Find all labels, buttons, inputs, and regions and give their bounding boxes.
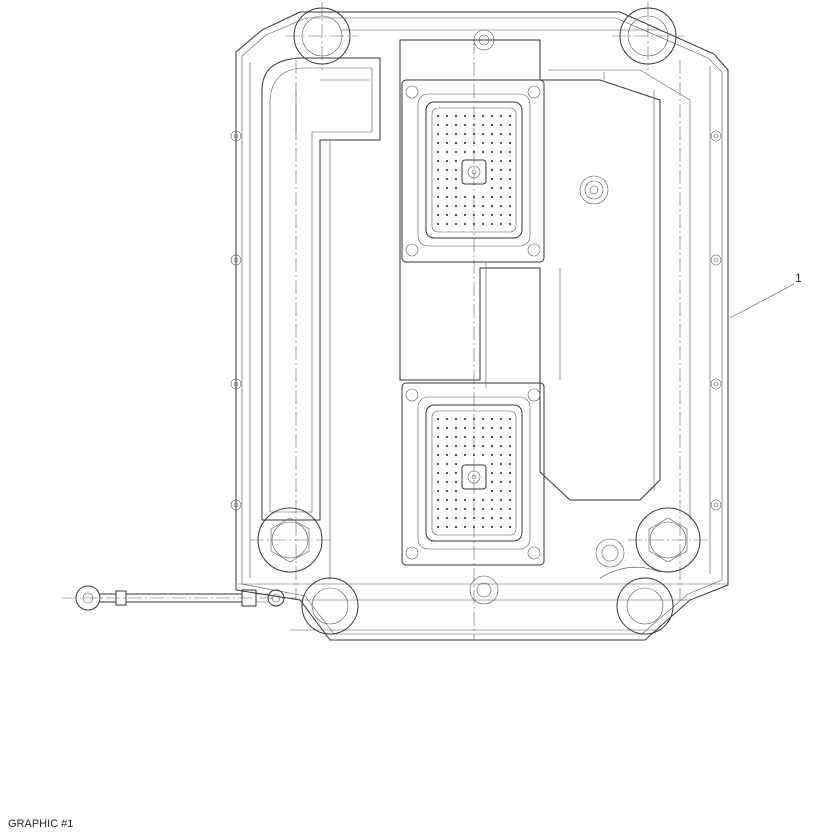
mounting-boss-bottom-left	[250, 507, 330, 573]
connector-bottom	[401, 382, 545, 566]
mounting-boss-top-right	[612, 2, 684, 70]
callout-1: 1	[729, 271, 802, 319]
connector-top	[401, 79, 545, 263]
mounting-boss-bottom-right	[628, 507, 708, 573]
callout-label: 1	[795, 271, 802, 285]
mounting-boss-top-left	[286, 2, 358, 70]
ground-strap	[62, 585, 300, 611]
graphic-caption: GRAPHIC #1	[8, 818, 74, 830]
vent-plug	[579, 175, 609, 205]
bottom-feet	[301, 29, 674, 635]
right-mounting-tabs	[710, 130, 722, 511]
ground-boss	[595, 538, 661, 579]
module-housing	[230, 2, 729, 641]
left-mounting-tabs	[230, 130, 242, 511]
